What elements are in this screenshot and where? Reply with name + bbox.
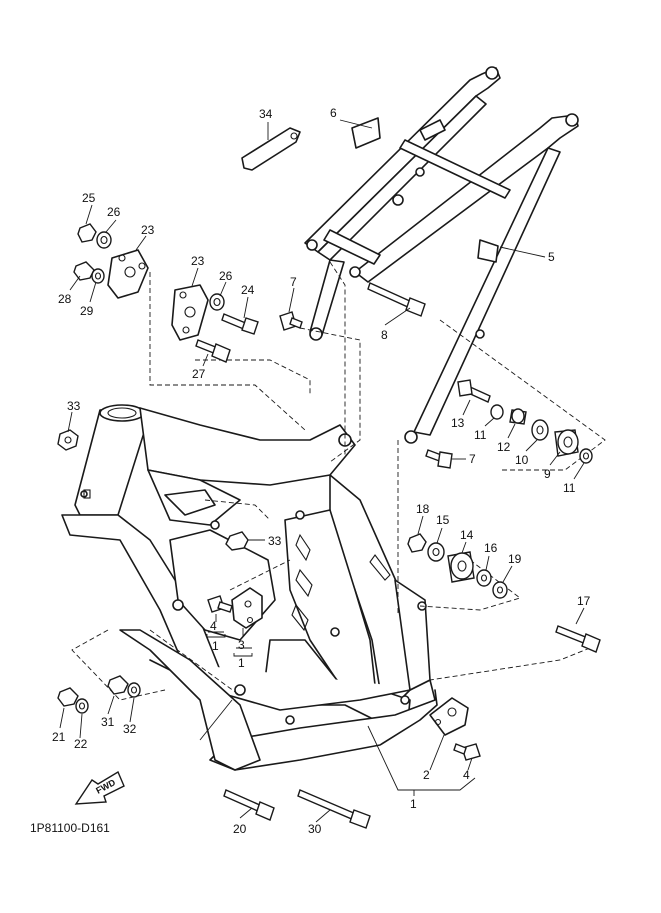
part-12-collar: [509, 408, 527, 425]
callout-28: 28: [58, 292, 72, 306]
callout-7-lower: 7: [469, 452, 476, 466]
part-25-nut: [77, 223, 97, 243]
part-22-washer: [75, 698, 89, 714]
part-26-washer-left: [96, 231, 112, 249]
callout-9: 9: [544, 467, 551, 481]
callout-33-head: 33: [67, 399, 81, 413]
callout-1-frame: 1: [410, 797, 417, 811]
callout-30: 30: [308, 822, 322, 836]
part-15-collar: [427, 542, 445, 562]
callout-16: 16: [484, 541, 498, 555]
callout-22: 22: [74, 737, 88, 751]
callout-19: 19: [508, 552, 522, 566]
callout-33-side: 33: [268, 534, 282, 548]
part-30-bolt: [297, 789, 371, 829]
callout-31: 31: [101, 715, 115, 729]
part-14-bushing: [447, 551, 475, 583]
callout-34: 34: [259, 107, 273, 121]
callout-13: 13: [451, 416, 465, 430]
group-underlines: [206, 634, 253, 657]
rear-subframe: [304, 66, 579, 444]
callout-26-left: 26: [107, 205, 121, 219]
part-23-bracket-right: [171, 284, 209, 341]
part-11-washer-lower: [579, 448, 593, 464]
part-16-collar: [476, 569, 492, 587]
part-28-nut: [73, 261, 95, 281]
part-18-nut: [407, 533, 427, 553]
part-7-bolt-lower: [425, 449, 453, 469]
part-4-bolt-rh: [453, 743, 481, 761]
part-3-bracket-lh: [231, 587, 263, 629]
part-29-washer: [91, 268, 105, 284]
callout-23-left: 23: [141, 223, 155, 237]
callout-15: 15: [436, 513, 450, 527]
callout-18: 18: [416, 502, 430, 516]
part-34-clip: [241, 127, 301, 171]
callout-32: 32: [123, 722, 137, 736]
part-33-nut-side: [225, 531, 249, 551]
callout-4-rh: 4: [463, 768, 470, 782]
callout-23-right: 23: [191, 254, 205, 268]
part-31-nut: [107, 675, 129, 695]
part-23-bracket-left: [107, 249, 149, 299]
callout-11-upper: 11: [474, 428, 487, 442]
part-9-bushing: [554, 429, 579, 457]
part-33-nut-head: [57, 429, 79, 451]
callout-3: 3: [238, 638, 245, 652]
main-frame: [61, 404, 438, 771]
part-2-bracket-rh: [429, 697, 469, 736]
part-7-bolt-upper: [279, 311, 303, 331]
part-13-bolt: [457, 379, 491, 403]
callout-29: 29: [80, 304, 94, 318]
callout-14: 14: [460, 528, 474, 542]
part-8-bolt: [367, 282, 426, 317]
callout-5: 5: [548, 250, 555, 264]
callout-25: 25: [82, 191, 96, 205]
diagram-code: 1P81100-D161: [30, 821, 110, 835]
callout-10: 10: [515, 453, 529, 467]
callout-24: 24: [241, 283, 255, 297]
callout-7-upper: 7: [290, 275, 297, 289]
callout-12: 12: [497, 440, 511, 454]
part-11-washer-upper: [490, 404, 504, 420]
reference-lines: [71, 261, 606, 701]
callout-21: 21: [52, 730, 66, 744]
callout-11-lower: 11: [563, 481, 576, 495]
part-20-bolt: [223, 789, 275, 821]
callout-26-right: 26: [219, 269, 233, 283]
part-26-washer-right: [209, 293, 225, 311]
callout-1-lh-3: 1: [238, 656, 245, 670]
part-6-pad: [351, 117, 381, 149]
callout-labels: 34 6 5 8 7 7 25 26 23 23 26 24 27 28 29 …: [52, 106, 591, 836]
fwd-arrow-icon: FWD: [74, 770, 125, 805]
callout-17: 17: [577, 594, 591, 608]
leader-lines: [59, 119, 585, 823]
part-10-collar: [531, 419, 549, 441]
part-32-washer: [127, 682, 141, 698]
part-19-washer: [492, 581, 508, 599]
callout-1-lh-4: 1: [212, 639, 219, 653]
callout-4-lh: 4: [210, 619, 217, 633]
callout-27: 27: [192, 367, 206, 381]
callout-2: 2: [423, 768, 430, 782]
part-24-bolt: [221, 313, 259, 335]
part-21-nut: [57, 687, 79, 707]
callout-8: 8: [381, 328, 388, 342]
part-27-bolt: [195, 339, 231, 363]
part-17-bolt: [555, 625, 601, 653]
callout-6: 6: [330, 106, 337, 120]
callout-20: 20: [233, 822, 247, 836]
part-4-bolt-lh: [207, 595, 233, 613]
